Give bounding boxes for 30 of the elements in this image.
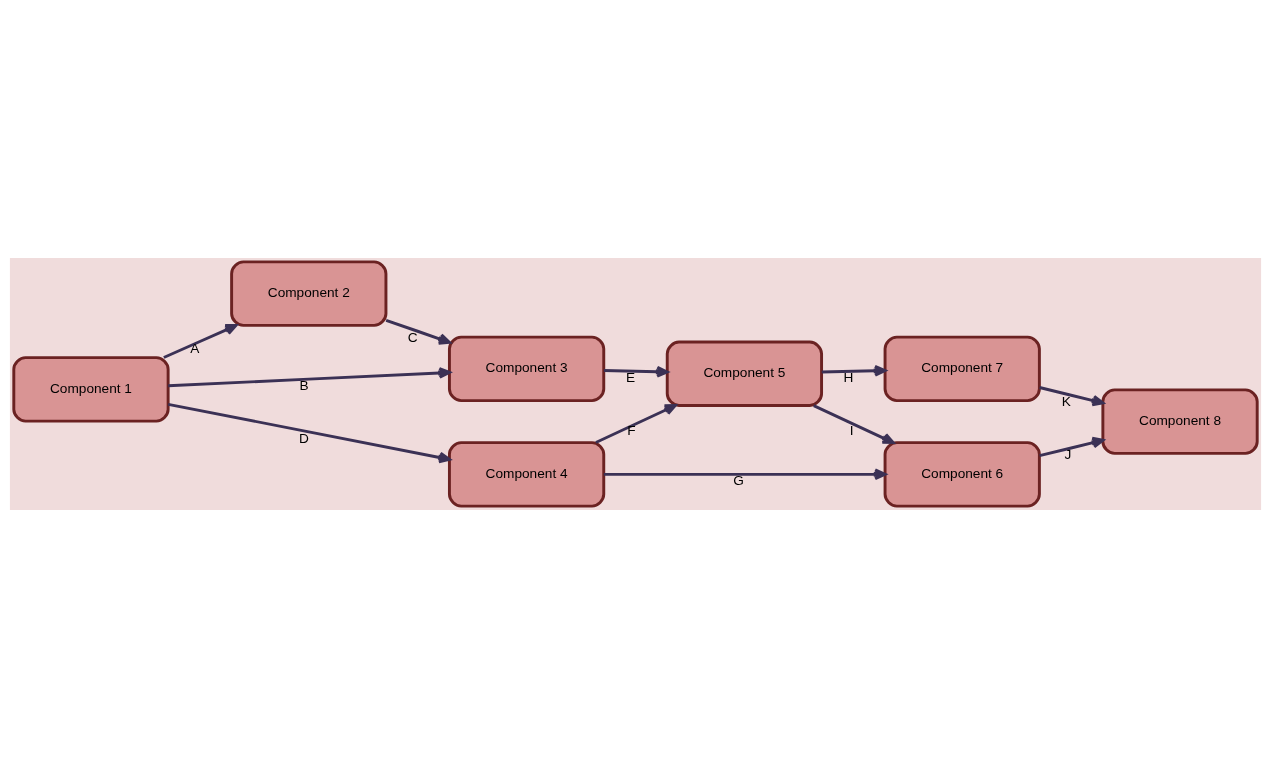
node-box: Component 2	[230, 260, 388, 327]
node-box: Component 4	[447, 441, 606, 508]
arrow	[821, 364, 887, 377]
node-box: Component 7	[883, 335, 1041, 403]
edge-label: E	[626, 370, 636, 386]
edge-label: H	[843, 370, 854, 386]
arrow	[1039, 386, 1105, 407]
arrow	[603, 468, 887, 481]
arrow	[385, 318, 451, 345]
arrow	[1039, 436, 1105, 458]
edge-label: I	[849, 423, 854, 439]
node-box: Component 5	[665, 340, 824, 407]
edge-label: F	[627, 422, 636, 438]
node-box: Component 8	[1101, 388, 1259, 455]
edge-label: D	[299, 430, 309, 446]
node-box: Component 3	[447, 335, 606, 403]
arrow	[595, 404, 677, 444]
node-box: Component 1	[12, 356, 170, 423]
arrow	[168, 367, 451, 388]
arrow	[167, 402, 451, 464]
node-box: Component 6	[883, 441, 1041, 508]
edge-label: C	[407, 330, 418, 346]
edge-label: B	[299, 378, 309, 394]
edge-label: K	[1061, 394, 1071, 410]
arrow	[163, 324, 238, 359]
arrow	[603, 365, 669, 378]
edge-label: G	[733, 473, 744, 489]
edge-label: J	[1064, 446, 1072, 462]
edge-label: A	[190, 340, 200, 356]
arrow	[813, 404, 895, 445]
